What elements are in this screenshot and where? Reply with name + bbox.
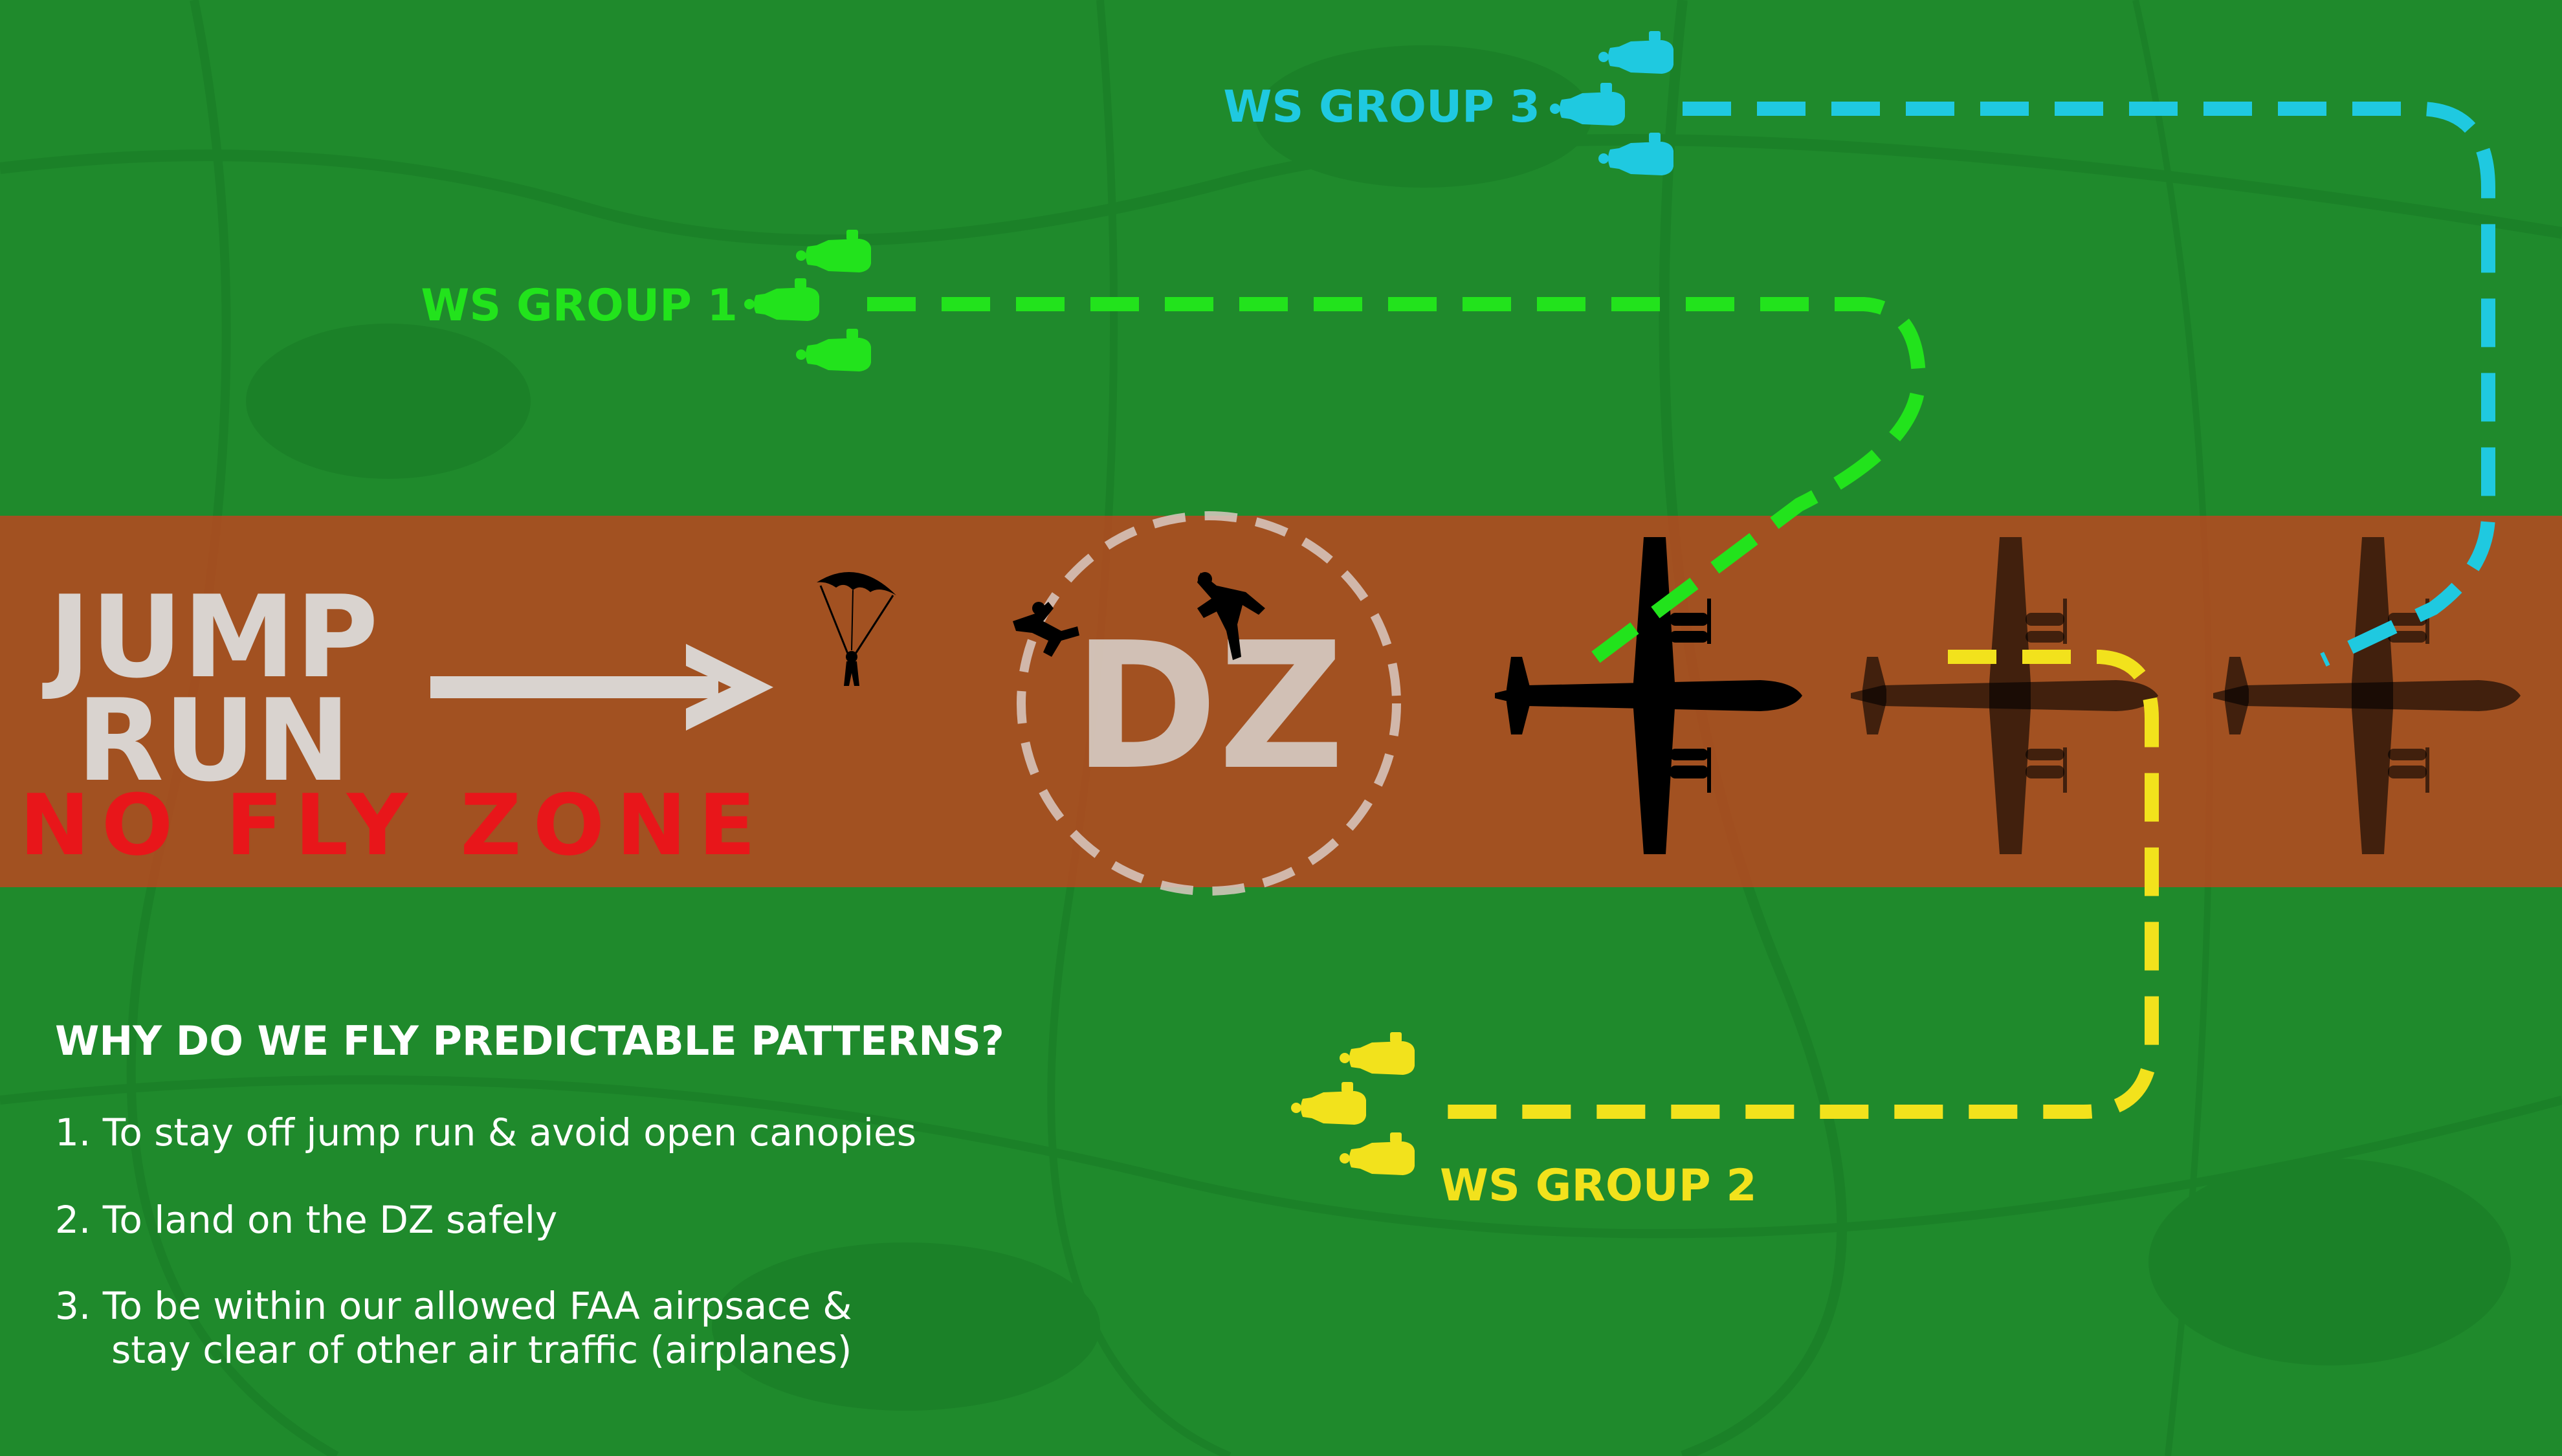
info-item-3-line2: stay clear of other air traffic (airplan… xyxy=(111,1328,852,1372)
info-panel: WHY DO WE FLY PREDICTABLE PATTERNS? 1. T… xyxy=(55,1017,1004,1372)
group3-label: WS GROUP 3 xyxy=(1223,82,1540,133)
group1-label: WS GROUP 1 xyxy=(421,280,738,331)
parachutist-icon xyxy=(817,572,896,686)
info-item-2: 2. To land on the DZ safely xyxy=(55,1198,557,1242)
group1-flight-path xyxy=(867,297,1927,666)
info-heading: WHY DO WE FLY PREDICTABLE PATTERNS? xyxy=(55,1017,1004,1064)
jump-run-line2: RUN xyxy=(76,676,350,807)
dz-circle xyxy=(1017,511,1401,896)
group2-flight-path xyxy=(1437,650,2159,1119)
info-item-3-line1: 3. To be within our allowed FAA airpsace… xyxy=(55,1284,852,1328)
right-arrow-icon xyxy=(430,644,773,731)
group2-label: WS GROUP 2 xyxy=(1440,1160,1757,1211)
jump-run-line1: JUMP xyxy=(42,572,379,703)
no-fly-zone-label: NO FLY ZONE xyxy=(19,776,767,874)
freefaller-icon xyxy=(1197,572,1265,660)
group3-flight-path xyxy=(1683,102,2495,667)
dz-label: DZ xyxy=(1073,604,1345,808)
info-item-1: 1. To stay off jump run & avoid open can… xyxy=(55,1110,916,1154)
freefaller-icon xyxy=(1013,602,1079,657)
